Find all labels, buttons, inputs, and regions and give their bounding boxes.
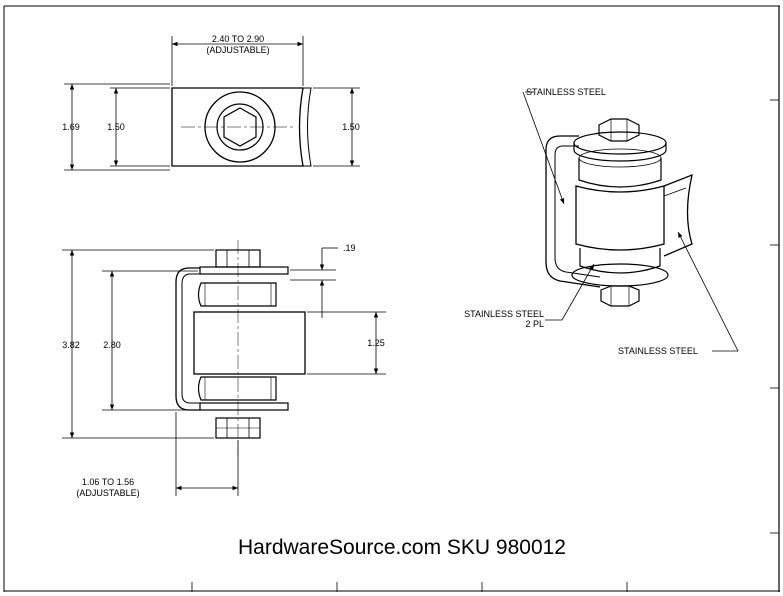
side-overall-height-label: 3.82 (62, 340, 80, 350)
side-view (62, 240, 386, 496)
callout-bracket-material: STAINLESS STEEL (526, 87, 606, 97)
top-view-width-dimension (171, 36, 304, 86)
top-left-inner-height-label: 1.50 (107, 122, 125, 132)
side-view-offset-dimension (175, 412, 239, 496)
side-offset-dim-label: 1.06 TO 1.56 (82, 477, 134, 487)
side-view-left-dimensions (62, 249, 214, 439)
side-view-plate-thickness-dimension (290, 247, 338, 318)
drawing-frame (3, 5, 780, 592)
top-left-outer-height-label: 1.69 (62, 122, 80, 132)
top-width-adjustable-note: (ADJUSTABLE) (206, 45, 269, 55)
side-offset-adjustable-note: (ADJUSTABLE) (76, 488, 139, 498)
side-view-body (175, 240, 306, 455)
iso-view-body (545, 118, 693, 307)
callout-washers-quantity: 2 PL (525, 319, 544, 329)
top-view-left-dimensions (64, 83, 170, 171)
callout-leaf-material: STAINLESS STEEL (618, 346, 698, 356)
iso-callout-leaders (522, 91, 739, 352)
side-plate-thickness-label: .19 (343, 243, 356, 253)
top-view (64, 36, 360, 171)
callout-washers-material: STAINLESS STEEL (464, 309, 544, 319)
top-width-dim-label: 2.40 TO 2.90 (212, 34, 264, 44)
top-view-body (171, 87, 312, 167)
side-inner-height-label: 2.80 (103, 340, 121, 350)
top-right-height-label: 1.50 (342, 122, 360, 132)
top-view-right-dimension (313, 87, 360, 167)
side-view-barrel-dimension (307, 311, 386, 375)
side-barrel-height-label: 1.25 (367, 338, 385, 348)
iso-view (522, 91, 739, 352)
sku-title: HardwareSource.com SKU 980012 (238, 536, 566, 559)
